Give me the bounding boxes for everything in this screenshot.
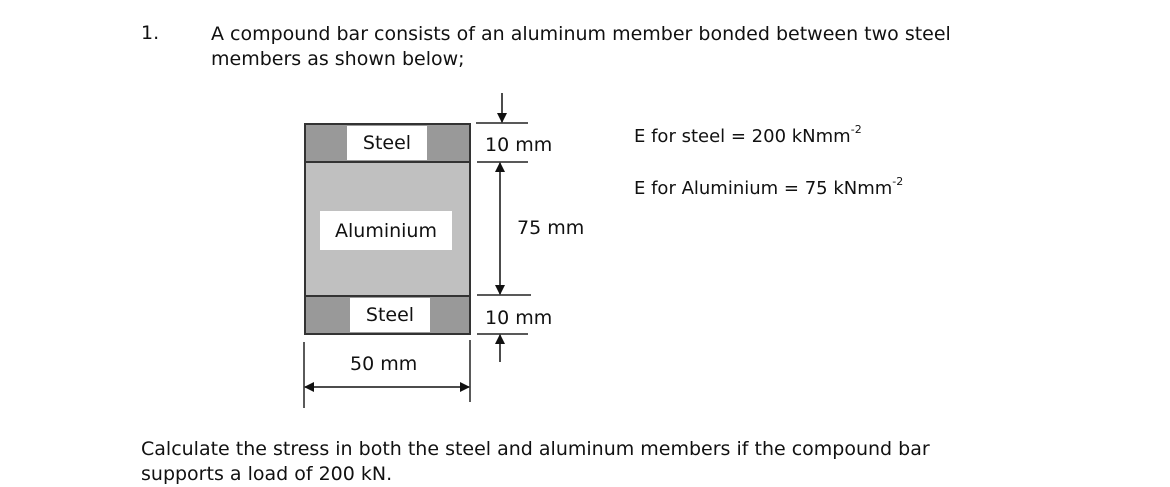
question-task: Calculate the stress in both the steel a… <box>141 437 1041 487</box>
aluminium-label: Aluminium <box>320 211 452 250</box>
dim-bottom-thickness: 10 mm <box>485 307 553 329</box>
task-line-1: Calculate the stress in both the steel a… <box>141 438 930 460</box>
dim-aluminium-height: 75 mm <box>517 217 585 239</box>
task-line-2: supports a load of 200 kN. <box>141 463 393 485</box>
steel-bottom-label: Steel <box>350 298 430 332</box>
aluminium-modulus-text: E for Aluminium = 75 kNmm <box>634 178 893 199</box>
dim-top-thickness: 10 mm <box>485 134 553 156</box>
intro-line-1: A compound bar consists of an aluminum m… <box>211 23 951 45</box>
question-intro: A compound bar consists of an aluminum m… <box>211 22 1011 72</box>
intro-line-2: members as shown below; <box>211 48 465 70</box>
steel-top-label: Steel <box>347 126 427 160</box>
question-number: 1. <box>141 22 160 44</box>
dim-width: 50 mm <box>350 353 418 375</box>
steel-modulus-text: E for steel = 200 kNmm <box>634 126 851 147</box>
steel-modulus-exponent: -2 <box>850 123 862 136</box>
steel-modulus: E for steel = 200 kNmm-2 <box>634 123 862 147</box>
aluminium-modulus-exponent: -2 <box>892 175 904 188</box>
aluminium-modulus: E for Aluminium = 75 kNmm-2 <box>634 175 904 199</box>
